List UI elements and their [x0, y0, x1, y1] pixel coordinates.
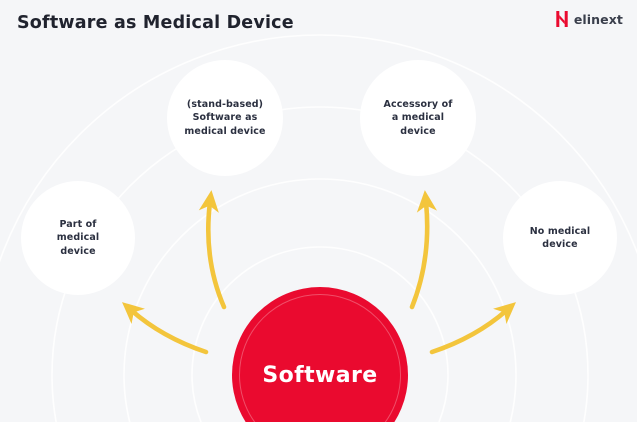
- arrow-to-part-of: [122, 302, 209, 355]
- brand-wordmark: elinext: [573, 11, 623, 27]
- node-stand-based[interactable]: (stand-based) Software as medical device: [167, 60, 283, 176]
- elinext-n-mark-icon: [555, 10, 569, 28]
- node-no-medical-label: No medical device: [529, 225, 591, 250]
- node-stand-based-label: (stand-based) Software as medical device: [184, 98, 266, 137]
- arrow-to-no-medical: [429, 302, 516, 355]
- node-accessory[interactable]: Accessory of a medical device: [360, 60, 476, 176]
- page-title: Software as Medical Device: [17, 13, 294, 33]
- node-part-of[interactable]: Part of medical device: [21, 181, 135, 295]
- arrow-to-stand-based: [198, 190, 227, 310]
- node-software-label: Software: [262, 363, 378, 388]
- node-software-center[interactable]: Software: [232, 287, 408, 422]
- brand-logo[interactable]: elinext: [555, 10, 623, 28]
- node-part-of-label: Part of medical device: [56, 218, 100, 257]
- node-no-medical[interactable]: No medical device: [503, 181, 617, 295]
- arrow-to-accessory: [409, 190, 438, 310]
- center-inner-ring: [239, 294, 401, 422]
- node-accessory-label: Accessory of a medical device: [383, 98, 453, 137]
